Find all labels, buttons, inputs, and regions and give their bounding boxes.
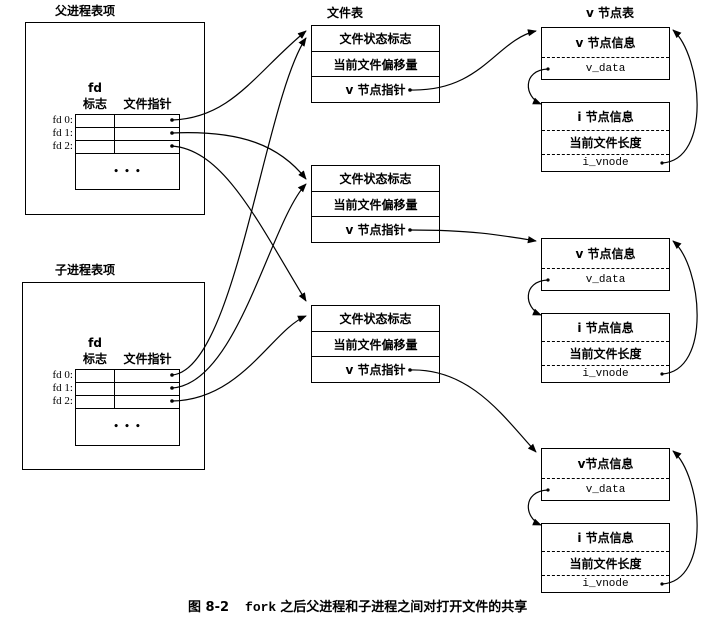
v-data: v_data xyxy=(585,273,626,286)
vnode-info: v 节点信息 xyxy=(542,239,669,269)
parent-fd-row-1 xyxy=(76,128,179,141)
file-table-entry-2: 文件状态标志 当前文件偏移量 v 节点指针 xyxy=(311,165,440,243)
fd-flag-cell xyxy=(76,128,115,140)
current-file-length: 当前文件长度 xyxy=(542,131,669,155)
parent-fd1-label: fd 1: xyxy=(52,127,73,139)
file-table-title: 文件表 xyxy=(326,6,363,20)
vnode-info: v 节点信息 xyxy=(542,28,669,58)
parent-flag-header: 标志 xyxy=(82,97,107,111)
vnode-pointer: v 节点指针 xyxy=(345,83,406,98)
child-process-title: 子进程表项 xyxy=(54,263,115,277)
vnode-pointer: v 节点指针 xyxy=(345,363,406,378)
inode-info: i 节点信息 xyxy=(542,314,669,342)
child-fd-row-1 xyxy=(76,383,179,396)
vnode-pointer: v 节点指针 xyxy=(345,223,406,238)
file-status-flags: 文件状态标志 xyxy=(312,26,439,52)
child-fd0-label: fd 0: xyxy=(52,369,73,381)
child-fd-row-0 xyxy=(76,370,179,383)
child-fd-header: fd xyxy=(88,336,102,350)
v-data: v_data xyxy=(585,62,626,75)
child-fd2-label: fd 2: xyxy=(52,395,73,407)
parent-fd-table: • • • xyxy=(75,114,180,190)
file-pointer-cell xyxy=(115,115,179,127)
i-vnode: i_vnode xyxy=(582,578,629,590)
child-fd-ellipsis: • • • xyxy=(113,422,142,432)
file-table-entry-3: 文件状态标志 当前文件偏移量 v 节点指针 xyxy=(311,305,440,383)
inode-info: i 节点信息 xyxy=(542,103,669,131)
inode-2: i 节点信息 当前文件长度 i_vnode xyxy=(541,313,670,383)
figure-number: 图 8-2 xyxy=(188,600,230,615)
vnode-3: v节点信息 v_data xyxy=(541,448,670,501)
caption-text: 之后父进程和子进程之间对打开文件的共享 xyxy=(280,600,528,615)
inode-1: i 节点信息 当前文件长度 i_vnode xyxy=(541,102,670,172)
parent-fd2-label: fd 2: xyxy=(52,140,73,152)
file-pointer-cell xyxy=(115,383,179,395)
parent-fd0-label: fd 0: xyxy=(52,114,73,126)
parent-process-title: 父进程表项 xyxy=(54,4,115,18)
inode-3: i 节点信息 当前文件长度 i_vnode xyxy=(541,523,670,593)
file-pointer-cell xyxy=(115,141,179,153)
fd-flag-cell xyxy=(76,383,115,395)
vnode-2: v 节点信息 v_data xyxy=(541,238,670,291)
parent-process-entry: fd 标志 文件指针 fd 0: fd 1: fd 2: • • • xyxy=(25,22,205,215)
parent-fd-ellipsis: • • • xyxy=(113,166,142,177)
parent-fd-row-0 xyxy=(76,115,179,128)
vnode-info: v节点信息 xyxy=(542,449,669,479)
child-fd-table: • • • xyxy=(75,369,180,446)
fd-flag-cell xyxy=(76,370,115,382)
child-process-entry: fd 标志 文件指针 fd 0: fd 1: fd 2: • • • xyxy=(22,282,205,470)
file-status-flags: 文件状态标志 xyxy=(312,166,439,192)
fd-flag-cell xyxy=(76,115,115,127)
current-file-offset: 当前文件偏移量 xyxy=(312,192,439,218)
vnode-table-title: v 节点表 xyxy=(585,6,634,20)
fd-flag-cell xyxy=(76,141,115,153)
inode-info: i 节点信息 xyxy=(542,524,669,552)
child-flag-header: 标志 xyxy=(82,352,107,366)
child-fd1-label: fd 1: xyxy=(52,382,73,394)
parent-fd-row-2 xyxy=(76,141,179,154)
i-vnode: i_vnode xyxy=(582,157,629,169)
file-pointer-cell xyxy=(115,396,179,408)
fd-flag-cell xyxy=(76,396,115,408)
current-file-length: 当前文件长度 xyxy=(542,342,669,366)
i-vnode: i_vnode xyxy=(582,368,629,380)
parent-fd-header: fd xyxy=(88,81,102,95)
file-pointer-cell xyxy=(115,128,179,140)
current-file-offset: 当前文件偏移量 xyxy=(312,52,439,78)
file-table-entry-1: 文件状态标志 当前文件偏移量 v 节点指针 xyxy=(311,25,440,103)
current-file-length: 当前文件长度 xyxy=(542,552,669,576)
parent-pointer-header: 文件指针 xyxy=(123,97,172,111)
v-data: v_data xyxy=(585,483,626,496)
child-pointer-header: 文件指针 xyxy=(123,352,172,366)
child-fd-row-2 xyxy=(76,396,179,409)
current-file-offset: 当前文件偏移量 xyxy=(312,332,439,358)
file-status-flags: 文件状态标志 xyxy=(312,306,439,332)
file-pointer-cell xyxy=(115,370,179,382)
caption-code: fork xyxy=(245,600,277,615)
vnode-1: v 节点信息 v_data xyxy=(541,27,670,80)
